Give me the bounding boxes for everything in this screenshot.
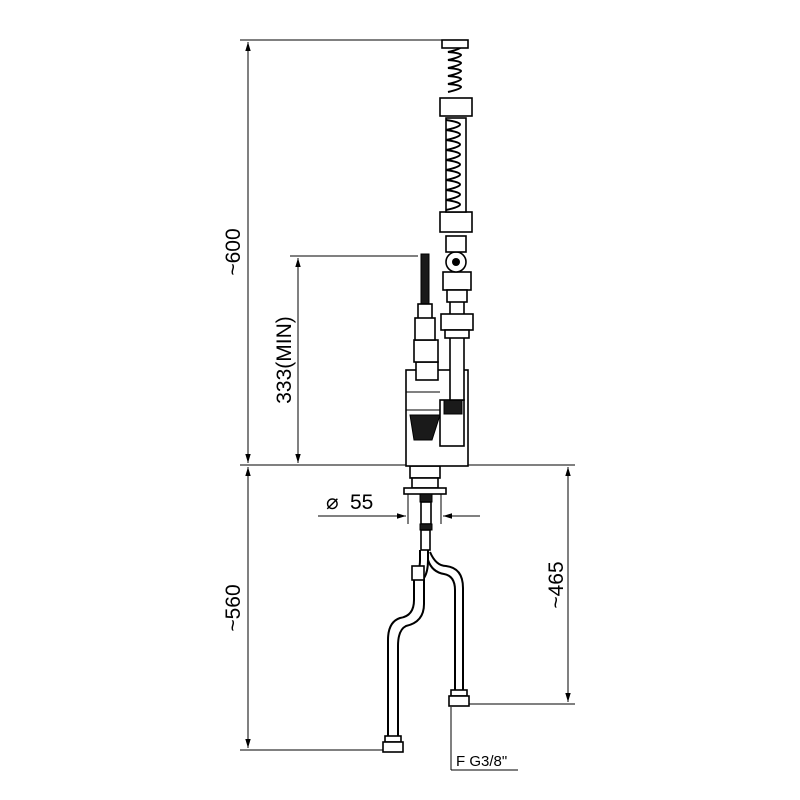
dimension-overall-height: ~600 (222, 39, 575, 466)
mounting-shank (403, 465, 447, 551)
faucet-body (405, 339, 469, 467)
connection-depth-label: ~465 (545, 561, 568, 608)
supply-hoses (382, 550, 470, 753)
pre-rinse-column (439, 97, 474, 401)
dimension-hose-length: ~560 (222, 467, 395, 751)
spring-coil (441, 39, 469, 211)
dimension-connection-depth: ~465 (462, 467, 575, 705)
spout-min-height-label: 333(MIN) (273, 316, 296, 404)
hole-diameter-symbol: ⌀ (326, 491, 339, 514)
dimension-spout-min-height: 333(MIN) (273, 255, 418, 463)
connection-note: F G3/8" (450, 707, 518, 771)
dimension-hole-diameter: ⌀ 55 (318, 491, 480, 524)
hose-length-label: ~560 (222, 584, 245, 631)
hole-diameter-value: 55 (350, 491, 373, 514)
overall-height-label: ~600 (222, 228, 245, 275)
connection-thread-label: F G3/8" (456, 753, 507, 770)
lever-handle (414, 253, 436, 341)
